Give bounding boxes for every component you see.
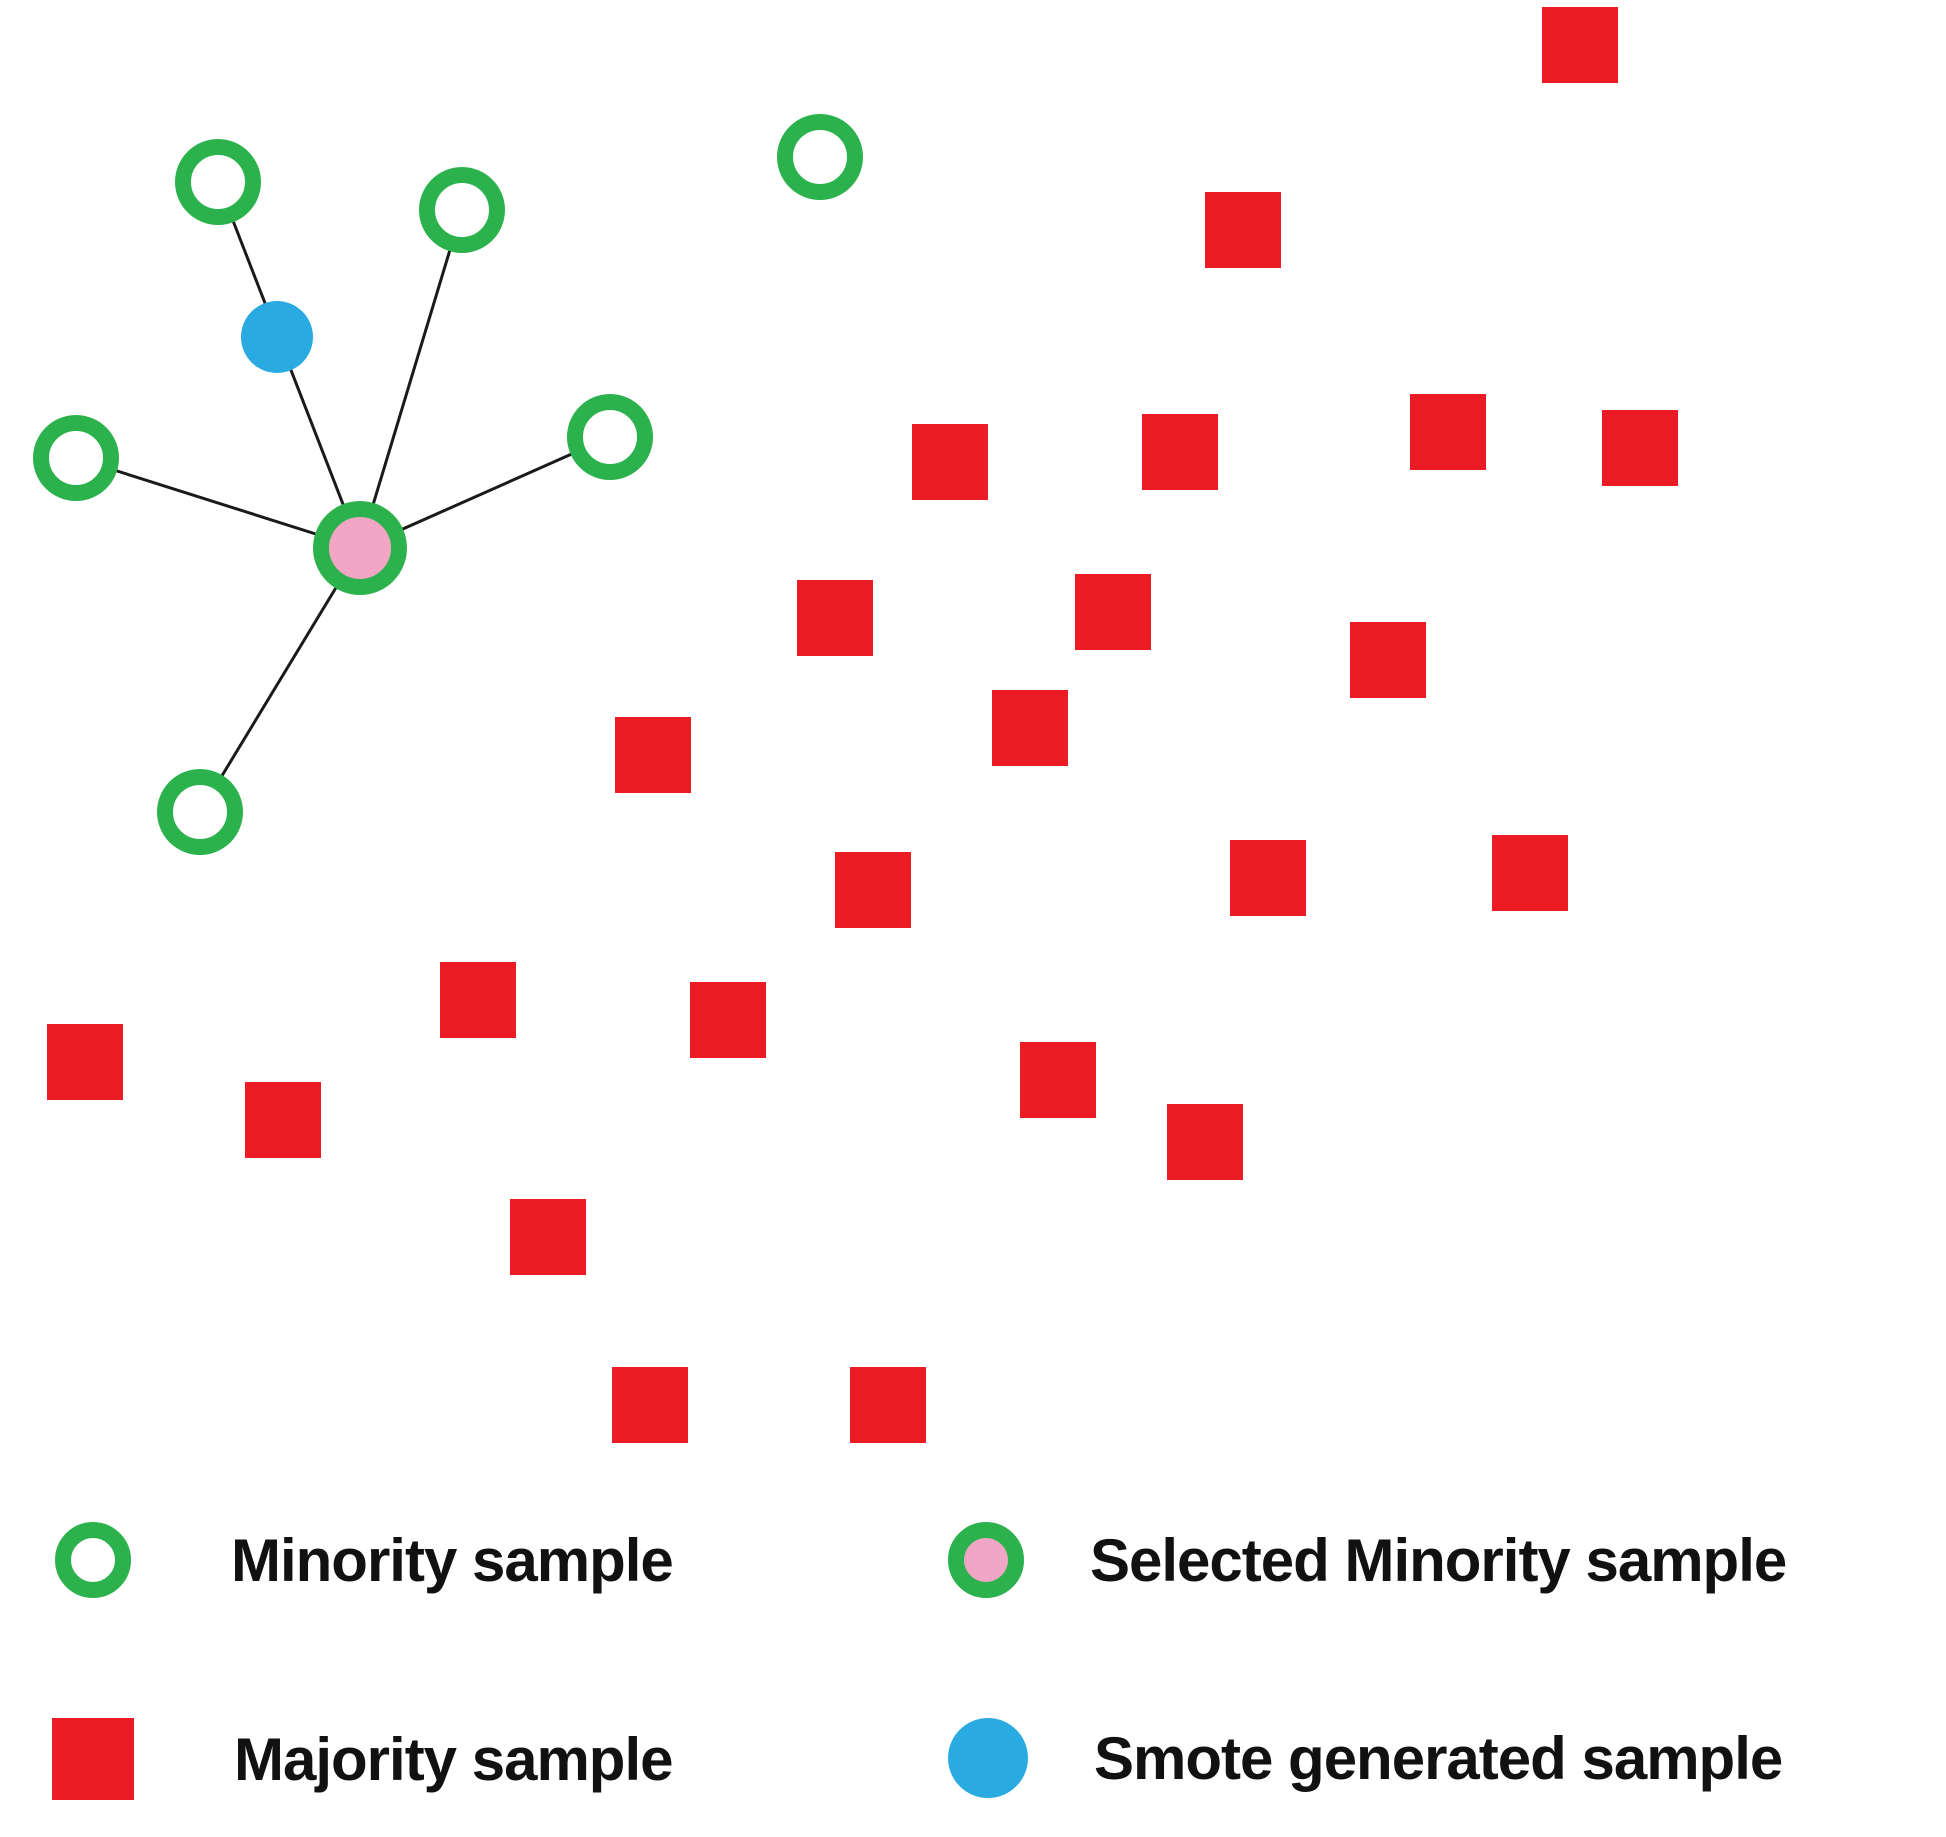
majority-sample-point [615,717,691,793]
majority-sample-point [1492,835,1568,911]
majority-sample-point [245,1082,321,1158]
majority-sample-point [1602,410,1678,486]
majority-sample-point [510,1199,586,1275]
majority-sample-point [797,580,873,656]
minority-sample-icon [55,1522,131,1598]
legend-item-smote: Smote generated sample [948,1718,1783,1798]
majority-sample-point [1230,840,1306,916]
minority-sample-point [175,139,261,225]
connection-line [75,456,361,550]
majority-sample-point [1542,7,1618,83]
majority-sample-point [1205,192,1281,268]
legend-item-selected-minority-label: Selected Minority sample [1090,1526,1787,1594]
majority-sample-point [440,962,516,1038]
legend-item-minority-label: Minority sample [231,1526,674,1594]
majority-sample-point [912,424,988,500]
connection-line [358,209,464,549]
majority-sample-point [1410,394,1486,470]
minority-sample-point [567,394,653,480]
minority-sample-point [777,114,863,200]
connection-line [198,547,362,813]
majority-sample-point [1167,1104,1243,1180]
minority-sample-point [419,167,505,253]
majority-sample-point [850,1367,926,1443]
majority-sample-point [612,1367,688,1443]
smote-generated-sample-point [241,301,313,373]
majority-sample-point [1142,414,1218,490]
majority-sample-point [1020,1042,1096,1118]
majority-sample-point [992,690,1068,766]
majority-sample-point [690,982,766,1058]
majority-sample-point [835,852,911,928]
legend-item-minority: Minority sample [55,1522,674,1598]
majority-sample-point [1075,574,1151,650]
legend-item-majority: Majority sample [52,1718,673,1800]
majority-sample-point [47,1024,123,1100]
majority-sample-icon [52,1718,134,1800]
selected-minority-sample-icon [948,1522,1024,1598]
legend-item-selected-minority: Selected Minority sample [948,1522,1787,1598]
smote-generated-sample-icon [948,1718,1028,1798]
legend-item-smote-label: Smote generated sample [1094,1724,1783,1792]
minority-sample-point [33,415,119,501]
selected-minority-sample-point [313,501,407,595]
legend-item-majority-label: Majority sample [234,1725,673,1793]
minority-sample-point [157,769,243,855]
majority-sample-point [1350,622,1426,698]
